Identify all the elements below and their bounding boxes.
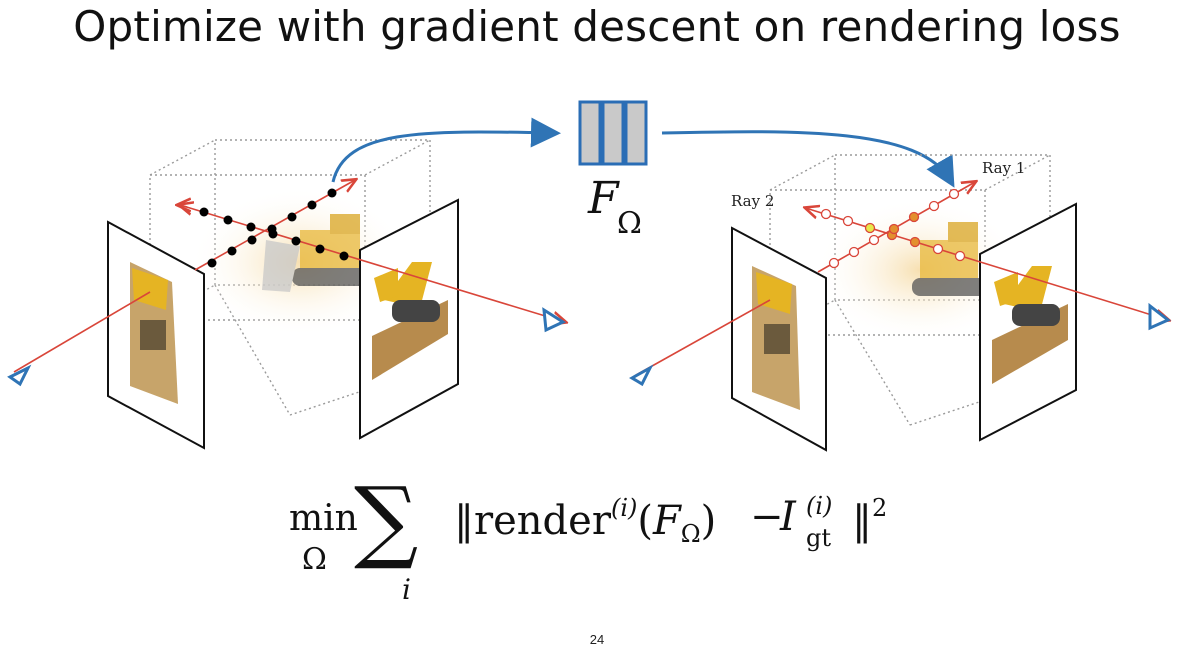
ray1-label: Ray 1 [982,159,1025,177]
formula-paren-open: ( [637,498,653,544]
right-camera-arrows [629,302,1171,387]
right-bulldozer-icon [912,222,992,296]
formula-render-sup: (i) [610,494,638,522]
formula-I: I [780,494,796,540]
formula-norm-squared: ‖2 [852,494,887,544]
formula-render-text: ‖render [454,498,611,544]
right-scene: Ray 1 Ray 2 [629,130,1171,452]
formula-power: 2 [872,494,888,522]
formula-F-sub: Ω [680,520,701,548]
left-to-network-arrow [331,117,561,183]
left-camera-arrows [7,307,567,387]
ray2-label: Ray 2 [731,192,774,210]
right-back-image-plane [731,226,827,452]
right-front-image-plane [979,202,1077,442]
page-number: 24 [589,632,605,647]
loss-formula: min Ω ∑ i ‖render(i)(FΩ) − I (i) gt ‖2 [0,476,1194,618]
left-scene [7,117,567,450]
formula-sum-symbol: ∑ [354,468,419,573]
right-sample-points [820,188,966,269]
network-to-right-arrow [661,130,955,188]
slide-title: Optimize with gradient descent on render… [73,2,1121,51]
formula-paren-close: ) [700,498,717,544]
formula-min: min [289,498,358,539]
network-label: F [587,173,620,224]
formula-sum-index: i [402,573,411,606]
formula-gt-sup: (i) [806,492,833,520]
left-sample-points [199,188,349,268]
formula-render-term: ‖render(i)(FΩ) [454,494,716,548]
network-block [578,100,648,166]
left-back-image-plane [107,220,205,450]
formula-norm-close: ‖ [852,498,872,544]
left-front-image-plane [359,198,459,440]
network-subscript: Ω [617,206,642,241]
formula-gt-sub: gt [806,524,832,552]
formula-minus: − [750,494,784,540]
formula-F: F [652,498,681,544]
formula-min-subscript: Ω [302,542,327,577]
